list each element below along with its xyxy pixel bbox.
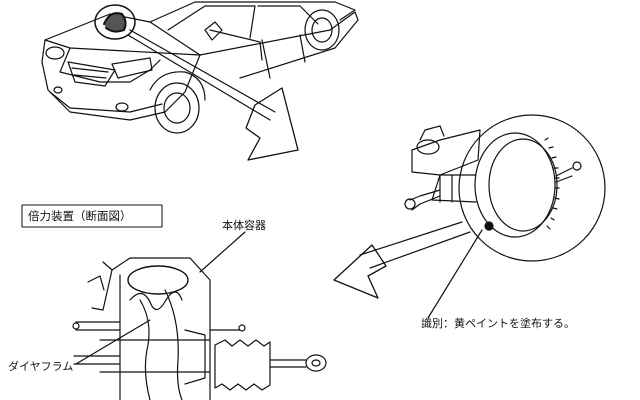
booster-detail (333, 114, 606, 319)
identification-label: 識別：黄ペイントを塗布する。 (421, 317, 575, 330)
suv-drawing (41, 1, 359, 161)
cross-section (21, 204, 327, 400)
diaphragm-label: ダイヤフラム (8, 360, 74, 373)
body-container-label: 本体容器 (222, 219, 266, 232)
section-title: 倍力装置（断面図） (28, 209, 132, 223)
